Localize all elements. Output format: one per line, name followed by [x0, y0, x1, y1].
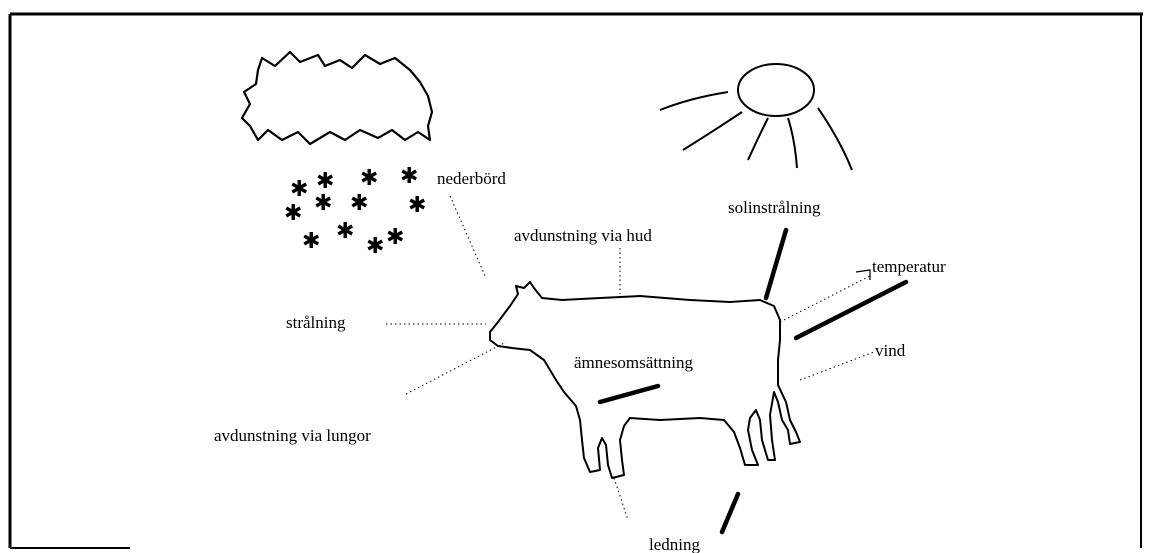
svg-text:✱: ✱ — [366, 234, 384, 259]
label-stralning: strålning — [286, 313, 346, 332]
svg-text:✱: ✱ — [302, 229, 320, 254]
svg-text:✱: ✱ — [360, 166, 378, 191]
svg-text:✱: ✱ — [336, 219, 354, 244]
svg-text:✱: ✱ — [386, 225, 404, 250]
svg-text:✱: ✱ — [400, 164, 418, 189]
svg-text:✱: ✱ — [290, 177, 308, 202]
label-amnesomsattning: ämnesomsättning — [574, 353, 693, 372]
label-nederbord: nederbörd — [437, 169, 506, 188]
diagram-border — [10, 14, 1143, 548]
label-solinstralning: solinstrålning — [728, 198, 821, 217]
svg-text:✱: ✱ — [408, 193, 426, 218]
svg-text:✱: ✱ — [284, 201, 302, 226]
solid-flow-lines — [600, 230, 906, 532]
svg-text:✱: ✱ — [350, 191, 368, 216]
sun-icon — [660, 64, 852, 170]
label-vind: vind — [875, 341, 906, 360]
temperature-tick — [856, 270, 870, 280]
label-ledning: ledning — [649, 535, 700, 553]
label-temperatur: temperatur — [872, 257, 946, 276]
label-avdunstning-lungor: avdunstning via lungor — [214, 426, 371, 445]
svg-text:✱: ✱ — [314, 191, 332, 216]
label-avdunstning-hud: avdunstning via hud — [514, 226, 652, 245]
cloud-icon — [242, 52, 432, 144]
cow-icon — [490, 282, 800, 478]
snowflake-icon: ✱ ✱ ✱ ✱ ✱ ✱ ✱ ✱ ✱ ✱ ✱ ✱ — [284, 164, 426, 259]
